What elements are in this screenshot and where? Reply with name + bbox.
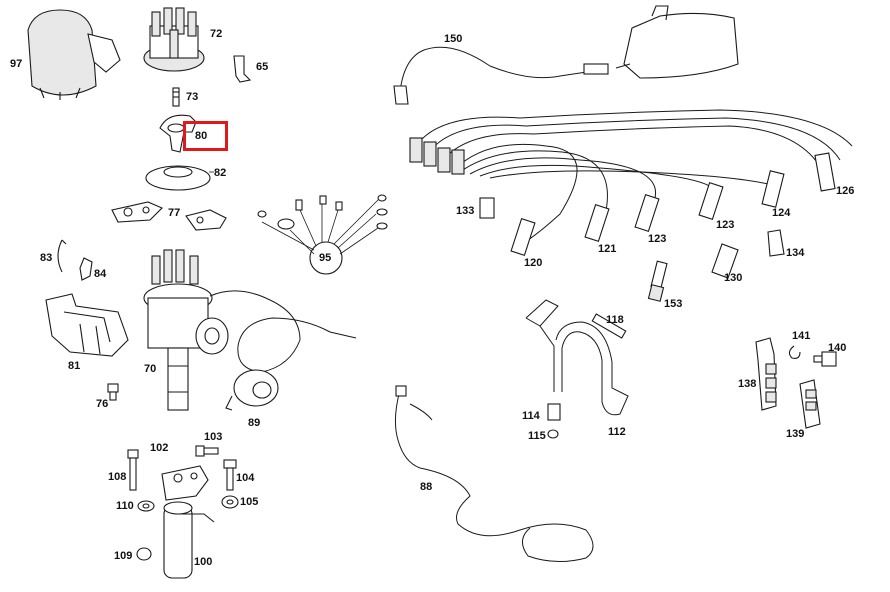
plug-wire-harness[interactable] [409,109,853,241]
part-70-distributor[interactable] [143,249,229,411]
label-104[interactable]: 104 [236,472,255,484]
label-102[interactable]: 102 [150,442,169,454]
label-130[interactable]: 130 [724,272,743,284]
part-97-cover[interactable] [27,9,121,100]
part-150-lead[interactable] [399,46,601,93]
label-139[interactable]: 139 [786,428,805,440]
label-126[interactable]: 126 [836,185,855,197]
label-140[interactable]: 140 [828,342,847,354]
part-123-boot-a[interactable] [634,193,660,233]
label-138[interactable]: 138 [738,378,757,390]
part-65-bracket[interactable] [233,55,252,83]
label-88[interactable]: 88 [420,481,433,493]
part-100-sensor[interactable] [161,465,215,579]
label-118[interactable]: 118 [606,314,624,326]
highlight-box-80 [183,121,228,151]
label-134[interactable]: 134 [786,247,805,259]
part-76-screw[interactable] [107,383,119,401]
part-134-cap[interactable] [767,229,785,257]
label-112[interactable]: 112 [608,426,626,438]
part-73-screw[interactable] [172,87,180,107]
part-95-hardware-kit[interactable] [257,194,388,275]
label-121[interactable]: 121 [598,243,617,255]
part-104-bolt[interactable] [223,459,237,491]
label-65[interactable]: 65 [256,61,269,73]
label-103[interactable]: 103 [204,431,223,443]
label-109[interactable]: 109 [114,550,133,562]
part-77-points[interactable] [111,201,227,231]
part-81-vacuum-bracket[interactable] [45,293,129,357]
label-100[interactable]: 100 [194,556,213,568]
label-81[interactable]: 81 [68,360,81,372]
part-123-boot-b[interactable] [698,181,724,221]
label-108[interactable]: 108 [108,471,127,483]
part-72-cap[interactable] [143,7,205,72]
part-82-shield[interactable] [145,165,214,191]
label-123-a[interactable]: 123 [648,233,667,245]
label-114[interactable]: 114 [522,410,540,422]
part-105-washer[interactable] [221,495,239,509]
part-133-cap[interactable] [479,197,495,219]
label-95[interactable]: 95 [319,252,332,264]
part-112-vacuum-line[interactable] [525,299,629,416]
label-123-b[interactable]: 123 [716,219,735,231]
part-140-bolt[interactable] [813,351,837,367]
label-150[interactable]: 150 [444,33,463,45]
part-120-boot[interactable] [510,217,536,257]
part-110-washer[interactable] [137,500,155,512]
part-103-bolt[interactable] [195,445,219,457]
label-115[interactable]: 115 [528,430,546,442]
label-97[interactable]: 97 [10,58,23,70]
label-72[interactable]: 72 [210,28,223,40]
label-124[interactable]: 124 [772,207,791,219]
label-110[interactable]: 110 [116,500,134,512]
part-88-harness[interactable] [394,389,594,562]
part-150-coil[interactable] [615,5,739,79]
label-120[interactable]: 120 [524,257,543,269]
part-141-clip[interactable] [788,345,801,359]
part-126-boot[interactable] [814,152,836,192]
label-76[interactable]: 76 [96,398,109,410]
part-118-hose[interactable] [591,313,627,339]
part-139-connector[interactable] [799,379,821,429]
part-70-wire [209,290,357,373]
label-84[interactable]: 84 [94,268,107,280]
part-124-boot[interactable] [761,170,785,208]
label-89[interactable]: 89 [248,417,261,429]
part-138-connector[interactable] [755,337,777,411]
label-80[interactable]: 80 [195,130,208,142]
label-70[interactable]: 70 [144,363,157,375]
label-133[interactable]: 133 [456,205,475,217]
label-83[interactable]: 83 [40,252,53,264]
part-89-condenser[interactable] [225,369,279,411]
label-73[interactable]: 73 [186,91,199,103]
label-82[interactable]: 82 [214,167,227,179]
label-141[interactable]: 141 [792,330,811,342]
part-115-washer[interactable] [547,429,559,439]
part-108-bolt[interactable] [127,449,139,491]
part-153-sparkplug[interactable] [647,260,668,302]
label-77[interactable]: 77 [168,207,181,219]
label-153[interactable]: 153 [664,298,683,310]
label-105[interactable]: 105 [240,496,259,508]
part-114-fitting[interactable] [547,403,561,421]
part-121-boot[interactable] [584,203,610,243]
part-83-clip[interactable] [57,239,67,273]
part-130-connector[interactable] [711,243,739,279]
part-84-clip[interactable] [79,257,93,281]
part-109-nut[interactable] [136,547,152,561]
